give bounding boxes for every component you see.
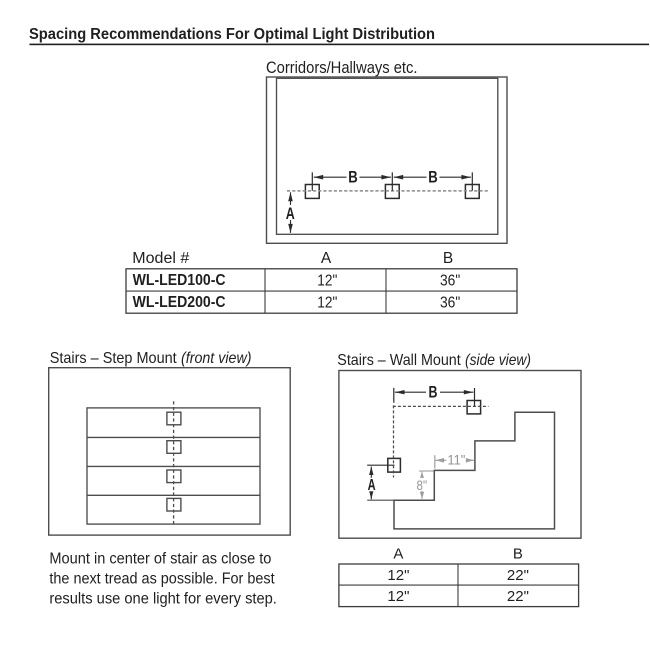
svg-text:WL-LED200-C: WL-LED200-C xyxy=(133,294,226,311)
svg-text:Stairs – Wall Mount: Stairs – Wall Mount xyxy=(337,352,461,369)
svg-text:(front view): (front view) xyxy=(181,350,252,367)
svg-text:22": 22" xyxy=(507,567,529,584)
svg-text:36": 36" xyxy=(440,273,460,290)
svg-text:Stairs – Step Mount: Stairs – Step Mount xyxy=(50,350,178,367)
svg-text:Model #: Model # xyxy=(132,250,189,267)
svg-text:B: B xyxy=(429,384,438,402)
svg-text:22": 22" xyxy=(507,588,529,605)
svg-text:B: B xyxy=(443,250,453,267)
svg-text:12": 12" xyxy=(317,294,337,311)
svg-text:36": 36" xyxy=(440,294,460,311)
svg-text:B: B xyxy=(348,169,358,187)
svg-text:11": 11" xyxy=(447,453,465,468)
svg-text:Mount in center of stair as cl: Mount in center of stair as close to xyxy=(49,550,271,567)
svg-text:12": 12" xyxy=(387,588,409,605)
svg-text:results use one light for ever: results use one light for every step. xyxy=(49,590,277,607)
svg-text:WL-LED100-C: WL-LED100-C xyxy=(133,272,226,289)
svg-text:12": 12" xyxy=(317,273,337,290)
svg-text:12": 12" xyxy=(387,567,409,584)
svg-text:(side view): (side view) xyxy=(465,352,531,369)
svg-text:Spacing Recommendations For Op: Spacing Recommendations For Optimal Ligh… xyxy=(29,26,435,43)
svg-text:8": 8" xyxy=(417,477,428,493)
svg-text:A: A xyxy=(368,477,376,494)
svg-text:Corridors/Hallways etc.: Corridors/Hallways etc. xyxy=(266,59,418,77)
svg-text:the next tread as possible. Fo: the next tread as possible. For best xyxy=(49,570,275,587)
svg-text:A: A xyxy=(321,250,332,267)
svg-text:A: A xyxy=(393,545,403,562)
svg-text:A: A xyxy=(286,205,295,223)
svg-text:B: B xyxy=(513,545,523,562)
svg-text:B: B xyxy=(428,169,438,187)
